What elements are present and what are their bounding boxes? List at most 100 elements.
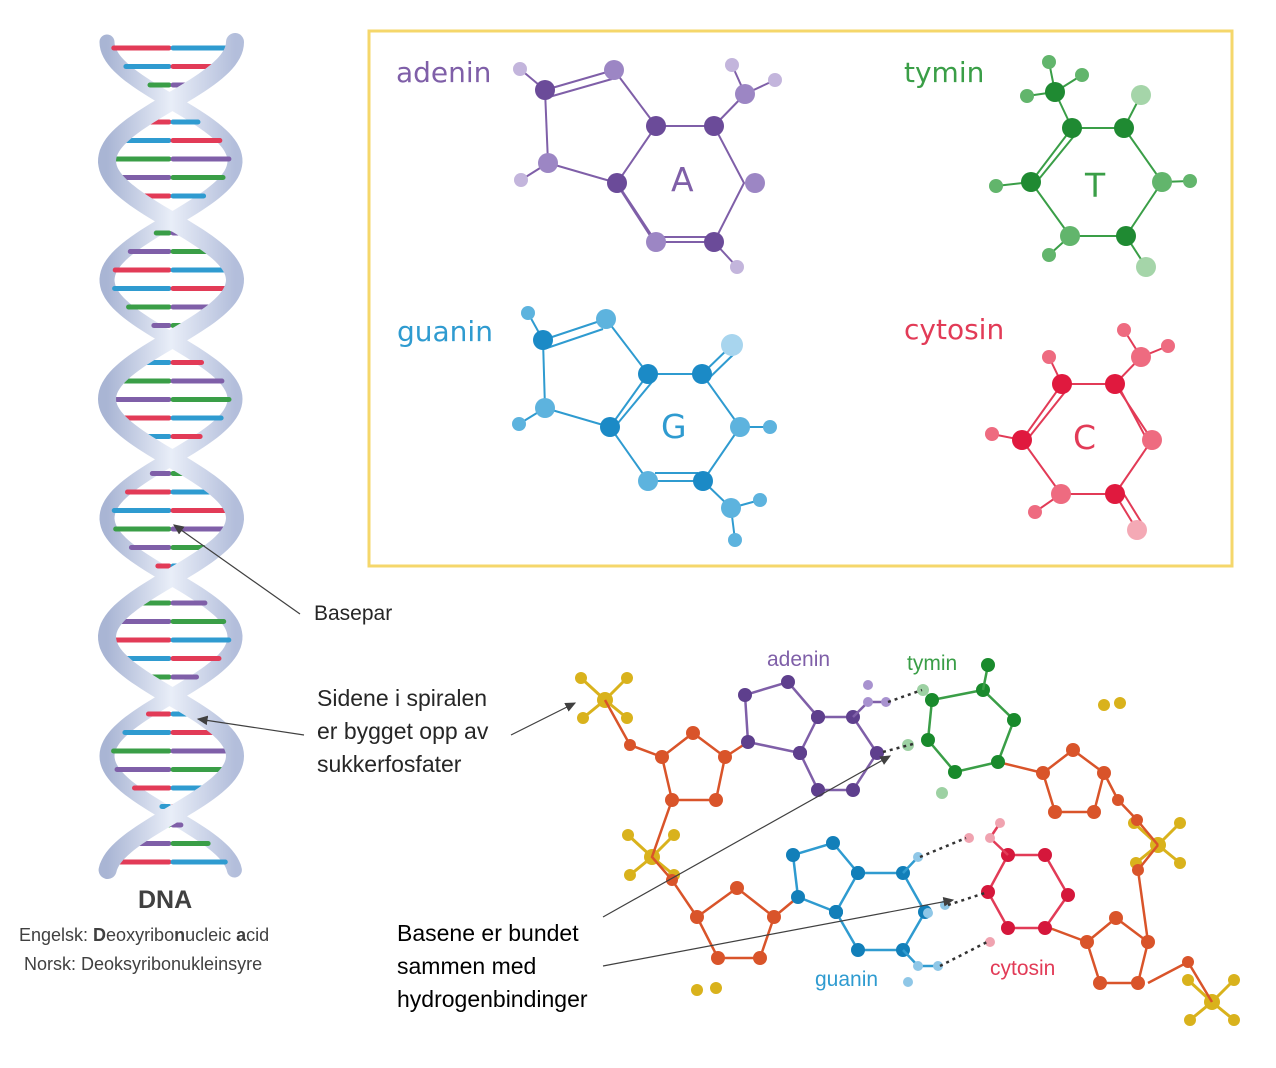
phosphate-oxygen-atom xyxy=(1114,697,1126,709)
cytosine-title: cytosin xyxy=(904,313,1005,346)
strand-cytosine-hydrogen xyxy=(985,937,995,947)
strand-guanine-hydrogen xyxy=(913,961,923,971)
adenine-letter: A xyxy=(671,160,694,199)
strand-cytosine-ring xyxy=(986,853,1070,930)
strand-adenine-atom xyxy=(738,688,752,702)
cytosine-atoms xyxy=(985,323,1175,540)
strand-adenine-atom xyxy=(811,710,825,724)
phosphate-oxygen-atom xyxy=(624,869,636,881)
guanine-atoms xyxy=(512,306,777,547)
strand-thymine-hydrogen xyxy=(917,684,929,696)
hydrogen-bond xyxy=(947,891,986,907)
strand-adenine-atom xyxy=(870,746,884,760)
english-part-4: ucleic xyxy=(185,925,237,945)
sugar-ring xyxy=(695,886,776,960)
bonds-label-line3: hydrogenbindinger xyxy=(397,986,588,1012)
phosphate-oxygen-atom xyxy=(691,984,703,996)
sides-label-line3: sukkerfosfater xyxy=(317,751,462,777)
hydrogen-bond xyxy=(939,940,988,968)
phosphate-oxygen-atom xyxy=(1184,1014,1196,1026)
sugar-atom xyxy=(709,793,723,807)
strand-adenine-atom xyxy=(741,735,755,749)
phosphate-oxygen-atom xyxy=(1228,974,1240,986)
english-part-6: cid xyxy=(246,925,270,945)
thymine-title: tymin xyxy=(904,56,985,89)
strand-adenine-hydrogen xyxy=(863,697,873,707)
strand-cytosine-atom xyxy=(1061,888,1075,902)
bonds-label-line1: Basene er bundet xyxy=(397,920,579,946)
phosphate-oxygen-atom xyxy=(668,829,680,841)
strand-guanine-atom xyxy=(826,836,840,850)
english-part-1: D xyxy=(93,925,107,945)
strand-thymine-atom xyxy=(1007,713,1021,727)
sugar-atom xyxy=(753,951,767,965)
strand-adenine-atom xyxy=(793,746,807,760)
sides-label-line2: er bygget opp av xyxy=(317,718,489,744)
strand-cytosine-hydrogen xyxy=(995,818,1005,828)
strand-guanine-hydrogen xyxy=(923,908,933,918)
strand-guanine-atom xyxy=(791,890,805,904)
phosphate-oxygen-atom xyxy=(1228,1014,1240,1026)
sugar-atom xyxy=(711,951,725,965)
sugar-atom xyxy=(1112,794,1124,806)
strand-guanine-hydrogen xyxy=(913,852,923,862)
phosphate-oxygen-atom xyxy=(621,712,633,724)
strand-adenine-hydrogen xyxy=(881,697,891,707)
strand-adenine-atom xyxy=(811,783,825,797)
strand-thymine-label: tymin xyxy=(907,652,958,675)
adenine-atoms xyxy=(513,58,782,274)
strand-thymine-atom xyxy=(981,658,995,672)
phosphate-oxygen-atom xyxy=(1174,857,1186,869)
strand-adenine-label: adenin xyxy=(767,648,831,671)
strand-adenine-ring xyxy=(798,715,879,792)
sugar-atom xyxy=(730,881,744,895)
strand-cytosine-atom xyxy=(1001,921,1015,935)
strand-thymine-atom xyxy=(925,693,939,707)
guanine-letter: G xyxy=(661,407,687,446)
strand-thymine-hydrogen xyxy=(936,787,948,799)
strand-thymine-hydrogen xyxy=(902,739,914,751)
adenine-title: adenin xyxy=(396,56,492,89)
sugar-atom xyxy=(1093,976,1107,990)
phosphate-oxygen-atom xyxy=(575,672,587,684)
cytosine-letter: C xyxy=(1073,418,1097,457)
sugar-atom xyxy=(1087,805,1101,819)
english-prefix: Engelsk: xyxy=(19,925,94,945)
hydrogen-bond xyxy=(887,688,923,704)
sides-arrow-left xyxy=(196,715,305,736)
glycosidic-bond xyxy=(1046,925,1088,944)
strand-adenine-atom xyxy=(781,675,795,689)
sugar-atom xyxy=(1048,805,1062,819)
strand-thymine-atom xyxy=(991,755,1005,769)
phosphate-oxygen-atom xyxy=(622,829,634,841)
sugar-atom xyxy=(1132,864,1144,876)
sugar-atom xyxy=(1182,956,1194,968)
strand-guanine-ring xyxy=(834,871,927,952)
sugar-atom xyxy=(1066,743,1080,757)
strand-cytosine-atom xyxy=(981,885,995,899)
phosphate-oxygen-atom xyxy=(1174,817,1186,829)
sugar-atom xyxy=(624,739,636,751)
english-part-5: a xyxy=(236,925,247,945)
strand-guanine-atom xyxy=(851,943,865,957)
strand-cytosine-hydrogen xyxy=(964,833,974,843)
strand-guanine-label: guanin xyxy=(815,968,879,991)
strand-adenine-hydrogen xyxy=(863,680,873,690)
backbone-link xyxy=(1147,960,1214,1003)
strand-thymine-atom xyxy=(921,733,935,747)
backbone-link xyxy=(1102,772,1159,846)
sugar-atom xyxy=(1131,976,1145,990)
strand-adenine-atom xyxy=(846,783,860,797)
sides-label-line1: Sidene i spiralen xyxy=(317,685,488,711)
phosphate-oxygen-atom xyxy=(710,982,722,994)
strand-cytosine-label: cytosin xyxy=(990,957,1056,980)
backbone-link xyxy=(650,799,699,918)
strand-cytosine-hydrogen xyxy=(985,833,995,843)
basepair-label: Basepar xyxy=(314,602,393,625)
sugar-atom xyxy=(1131,814,1143,826)
phosphate-oxygen-atom xyxy=(1182,974,1194,986)
strand-guanine-hydrogen xyxy=(903,977,913,987)
english-part-3: n xyxy=(174,925,186,945)
strand-guanine-atom xyxy=(851,866,865,880)
